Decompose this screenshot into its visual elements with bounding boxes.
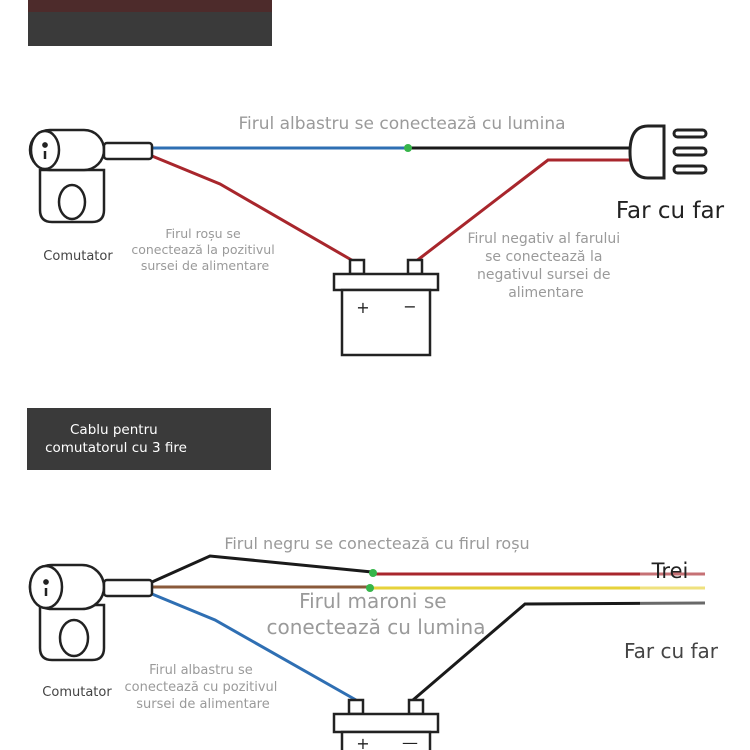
switch-label: Comutator: [42, 685, 112, 700]
headlight-icon: [628, 124, 708, 180]
switch-icon: [28, 563, 154, 662]
red-wire-label-line-1: Firul roșu se: [165, 226, 241, 241]
blue-wire-label-line-2: conectează cu pozitivul: [124, 680, 277, 695]
negative-wire-label-line-4: alimentare: [508, 285, 584, 301]
black-wire-label: Firul negru se conectează cu firul roșu: [224, 534, 529, 553]
battery-plus: +: [356, 734, 369, 750]
diagram-2: Comutator Firul negru se conectează cu f…: [28, 534, 719, 750]
junction-dot: [404, 144, 412, 152]
switch-icon: [28, 128, 154, 224]
negative-wire-label-line-3: negativul sursei de: [477, 267, 611, 283]
battery-icon: [332, 698, 440, 750]
red-wire-negative: [414, 158, 632, 264]
trei-label: Trei: [651, 559, 689, 583]
blue-wire-label-line-3: sursei de alimentare: [136, 697, 269, 712]
blue-wire-label-line-1: Firul albastru se: [149, 663, 253, 678]
black-wire-top: [151, 554, 373, 584]
section-banner: [27, 408, 271, 470]
black-wire-negative: [412, 601, 706, 702]
negative-wire-label-line-1: Firul negativ al farului: [467, 231, 620, 247]
red-wire-label: Firul roșu se conectează la pozitivul su…: [131, 226, 278, 273]
battery-minus: —: [402, 733, 418, 750]
section-banner-line-2: comutatorul cu 3 fire: [45, 440, 187, 456]
wire-fade: [640, 566, 710, 610]
brown-wire-label-line-2: conectează cu lumina: [267, 615, 486, 639]
section-banner-text: Cablu pentru comutatorul cu 3 fire: [45, 422, 187, 456]
blue-wire-label: Firul albastru se conectează cu lumina: [238, 114, 565, 134]
red-wire-positive: [151, 154, 356, 264]
top-banner-accent: [28, 0, 272, 12]
junction-dot-yellow: [366, 584, 374, 592]
switch-label: Comutator: [43, 249, 113, 264]
red-wire-label-line-2: conectează la pozitivul: [131, 242, 274, 257]
blue-wire-positive: [151, 592, 357, 702]
junction-dot-red: [369, 569, 377, 577]
negative-wire-label-line-2: se conectează la: [485, 249, 602, 265]
diagram-1: Comutator Firul albastru se conectează c…: [28, 114, 725, 357]
red-wire-label-line-3: sursei de alimentare: [141, 258, 270, 273]
battery-icon: [332, 258, 440, 357]
negative-wire-label: Firul negativ al farului se conectează l…: [467, 231, 624, 301]
lamp-label: Far cu far: [616, 198, 725, 224]
battery-minus: −: [403, 297, 416, 316]
brown-wire-label-line-1: Firul maroni se: [299, 589, 447, 613]
battery-plus: +: [356, 298, 369, 317]
blue-wire-label: Firul albastru se conectează cu pozitivu…: [124, 663, 281, 712]
brown-wire-label: Firul maroni se conectează cu lumina: [267, 589, 486, 639]
section-banner-line-1: Cablu pentru: [70, 422, 158, 438]
lamp-label: Far cu far: [624, 639, 719, 663]
